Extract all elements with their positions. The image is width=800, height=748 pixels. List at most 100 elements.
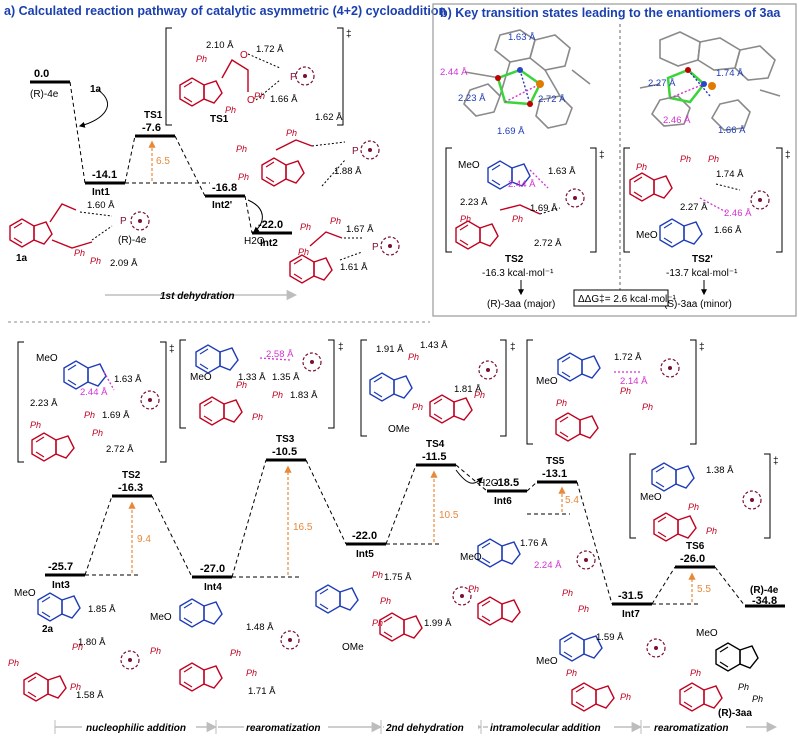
svg-text:MeO: MeO: [536, 376, 558, 387]
ts3-box-dist-1: 1.33 Å: [238, 372, 266, 383]
ts-major-name: TS2: [505, 254, 524, 265]
tsmaj-2d-dist-3: 1.69 Å: [530, 203, 558, 214]
svg-text:Ph: Ph: [92, 428, 103, 438]
panel-a-title: a) Calculated reaction pathway of cataly…: [4, 4, 446, 18]
ts6-box-structure: ‡ MeO Ph Ph 1.38 Å: [629, 453, 779, 542]
ts-minor-2d-structure: ‡ Ph Ph Ph MeO 1.74 Å 2.27 Å 2.46 Å 1.66…: [623, 147, 791, 253]
svg-text:MeO: MeO: [640, 492, 662, 503]
int7-structure: MeO Ph Ph 1.59 Å: [536, 632, 666, 712]
tsmin-3d-dist-1: 1.74 Å: [716, 68, 744, 79]
tsmaj-2d-dist-1: 2.44 Å: [508, 179, 536, 190]
svg-text:Ph: Ph: [372, 570, 383, 580]
ts2-box-dist-3: 1.69 Å: [102, 410, 130, 421]
int3-structure: MeO 2a Ph Ph Ph 1.85 Å 1.80 Å 1.58 Å: [8, 588, 140, 702]
svg-text:Ph: Ph: [238, 172, 249, 182]
ts-major-3d-model: 1.63 Å 2.44 Å 2.23 Å 2.72 Å 1.69 Å: [440, 29, 591, 137]
svg-text:Ph: Ph: [752, 694, 763, 704]
svg-text:‡: ‡: [699, 342, 705, 353]
int5-structure: OMe Ph Ph Ph 1.75 Å 1.99 Å: [315, 570, 472, 653]
value-ts2: -16.3: [118, 482, 143, 494]
svg-text:Ph: Ph: [512, 214, 523, 224]
reagent-2a: 2a: [42, 624, 54, 635]
svg-text:MeO: MeO: [14, 588, 36, 599]
svg-text:‡: ‡: [169, 344, 175, 355]
stage-3: intramolecular addition: [490, 723, 601, 734]
svg-text:MeO: MeO: [190, 372, 212, 383]
svg-text:Ph: Ph: [300, 222, 311, 232]
int4-dist-0: 1.48 Å: [246, 622, 274, 633]
tsmaj-3d-dist-2: 2.23 Å: [458, 93, 486, 104]
ts1-label: TS1: [210, 114, 229, 125]
stage-0: nucleophilic addition: [86, 723, 186, 734]
profile-connectors-bottom: [84, 459, 746, 607]
stage-bar-bottom: [54, 720, 778, 734]
name-int4: Int4: [204, 582, 222, 593]
svg-text:Ph: Ph: [690, 668, 701, 678]
svg-text:Ph: Ph: [30, 420, 41, 430]
svg-text:Ph: Ph: [225, 105, 236, 115]
svg-text:‡: ‡: [773, 456, 779, 467]
product-structure: MeO Ph Ph Ph (R)-3aa: [679, 628, 763, 719]
water-top: H2O: [244, 236, 265, 247]
svg-text:Ph: Ph: [90, 256, 101, 266]
int2p-dist-1: 1.88 Å: [334, 166, 362, 177]
tsmin-2d-dist-2: 2.46 Å: [724, 208, 752, 219]
int5-dist-1: 1.99 Å: [424, 618, 452, 629]
svg-text:Ph: Ph: [708, 154, 719, 164]
svg-text:Ph: Ph: [74, 248, 85, 258]
svg-text:MeO: MeO: [458, 160, 480, 171]
name-ts5: TS5: [546, 456, 565, 467]
top-energy-profile: 6.5 0.0 (R)-4e -14.1 Int1 TS1 -7.6 -16.8…: [30, 68, 298, 302]
barrier-ts5: 5.4: [565, 495, 579, 506]
ts1-structure: ‡ Ph Ph Ph O O P 2.10 Å 1.72 Å 1.66 Å TS…: [165, 27, 352, 126]
int1-dist-0: 1.60 Å: [87, 200, 115, 211]
svg-text:MeO: MeO: [636, 230, 658, 241]
int4-structure: MeO Ph Ph Ph 1.48 Å 1.71 Å: [150, 598, 300, 697]
svg-text:Ph: Ph: [408, 352, 419, 362]
ts-minor-energy: -13.7 kcal·mol⁻¹: [666, 268, 738, 279]
tsmin-3d-dist-3: 1.66 Å: [718, 125, 746, 136]
name-ts3: TS3: [276, 434, 295, 445]
ts2-box-dist-2: 2.23 Å: [30, 398, 58, 409]
ts1-dist-2: 1.66 Å: [270, 94, 298, 105]
value-ts4: -11.5: [422, 451, 446, 463]
barrier-ts4: 10.5: [439, 510, 459, 521]
svg-text:Ph: Ph: [642, 402, 653, 412]
name-r4e: (R)-4e: [30, 89, 59, 100]
svg-text:MeO: MeO: [696, 628, 718, 639]
name-int5: Int5: [356, 549, 374, 560]
svg-text:Ph: Ph: [412, 402, 423, 412]
product-label: (R)-3aa: [718, 708, 752, 719]
int5-dist-0: 1.75 Å: [384, 572, 412, 583]
svg-text:Ph: Ph: [254, 91, 265, 101]
svg-text:Ph: Ph: [620, 386, 631, 396]
int1-structure: Ph Ph P 1.60 Å 2.09 Å 1a (R)-4e: [9, 200, 150, 269]
int3-dist-2: 1.58 Å: [76, 690, 104, 701]
svg-text:Ph: Ph: [738, 682, 749, 692]
int2-dist-1: 1.61 Å: [340, 262, 368, 273]
int7-dist-0: 1.59 Å: [596, 632, 624, 643]
ts5-box-dist-0: 1.72 Å: [614, 352, 642, 363]
name-ts4: TS4: [426, 439, 445, 450]
int2-dist-0: 1.67 Å: [346, 224, 374, 235]
int1-cat-label: (R)-4e: [118, 235, 147, 246]
svg-text:Ph: Ph: [688, 502, 699, 512]
svg-text:Ph: Ph: [562, 588, 573, 598]
svg-text:Ph: Ph: [380, 596, 391, 606]
ts1-dist-1: 1.72 Å: [256, 44, 284, 55]
name-int3: Int3: [52, 580, 70, 591]
svg-text:MeO: MeO: [36, 353, 58, 364]
value-int3: -25.7: [48, 561, 73, 573]
value-int2: -22.0: [258, 219, 283, 231]
ts3-box-structure: ‡ MeO Ph Ph Ph 2.58 Å 1.33 Å 1.35 Å 1.83…: [179, 339, 344, 429]
svg-text:MeO: MeO: [536, 656, 558, 667]
ddg-label: ΔΔG‡= 2.6 kcal·mol⁻¹: [578, 294, 677, 305]
svg-text:‡: ‡: [510, 342, 516, 353]
stage-4: rearomatization: [654, 723, 728, 734]
int6-structure: MeO Ph Ph Ph 1.76 Å 2.24 Å: [460, 538, 596, 626]
svg-text:Ph: Ph: [474, 390, 485, 400]
int6-dist-1: 2.24 Å: [534, 560, 562, 571]
svg-text:Ph: Ph: [196, 54, 207, 64]
int4-dist-1: 1.71 Å: [248, 686, 276, 697]
ts4-box-structure: ‡ OMe Ph Ph Ph 1.91 Å 1.43 Å 1.81 Å: [360, 339, 516, 437]
